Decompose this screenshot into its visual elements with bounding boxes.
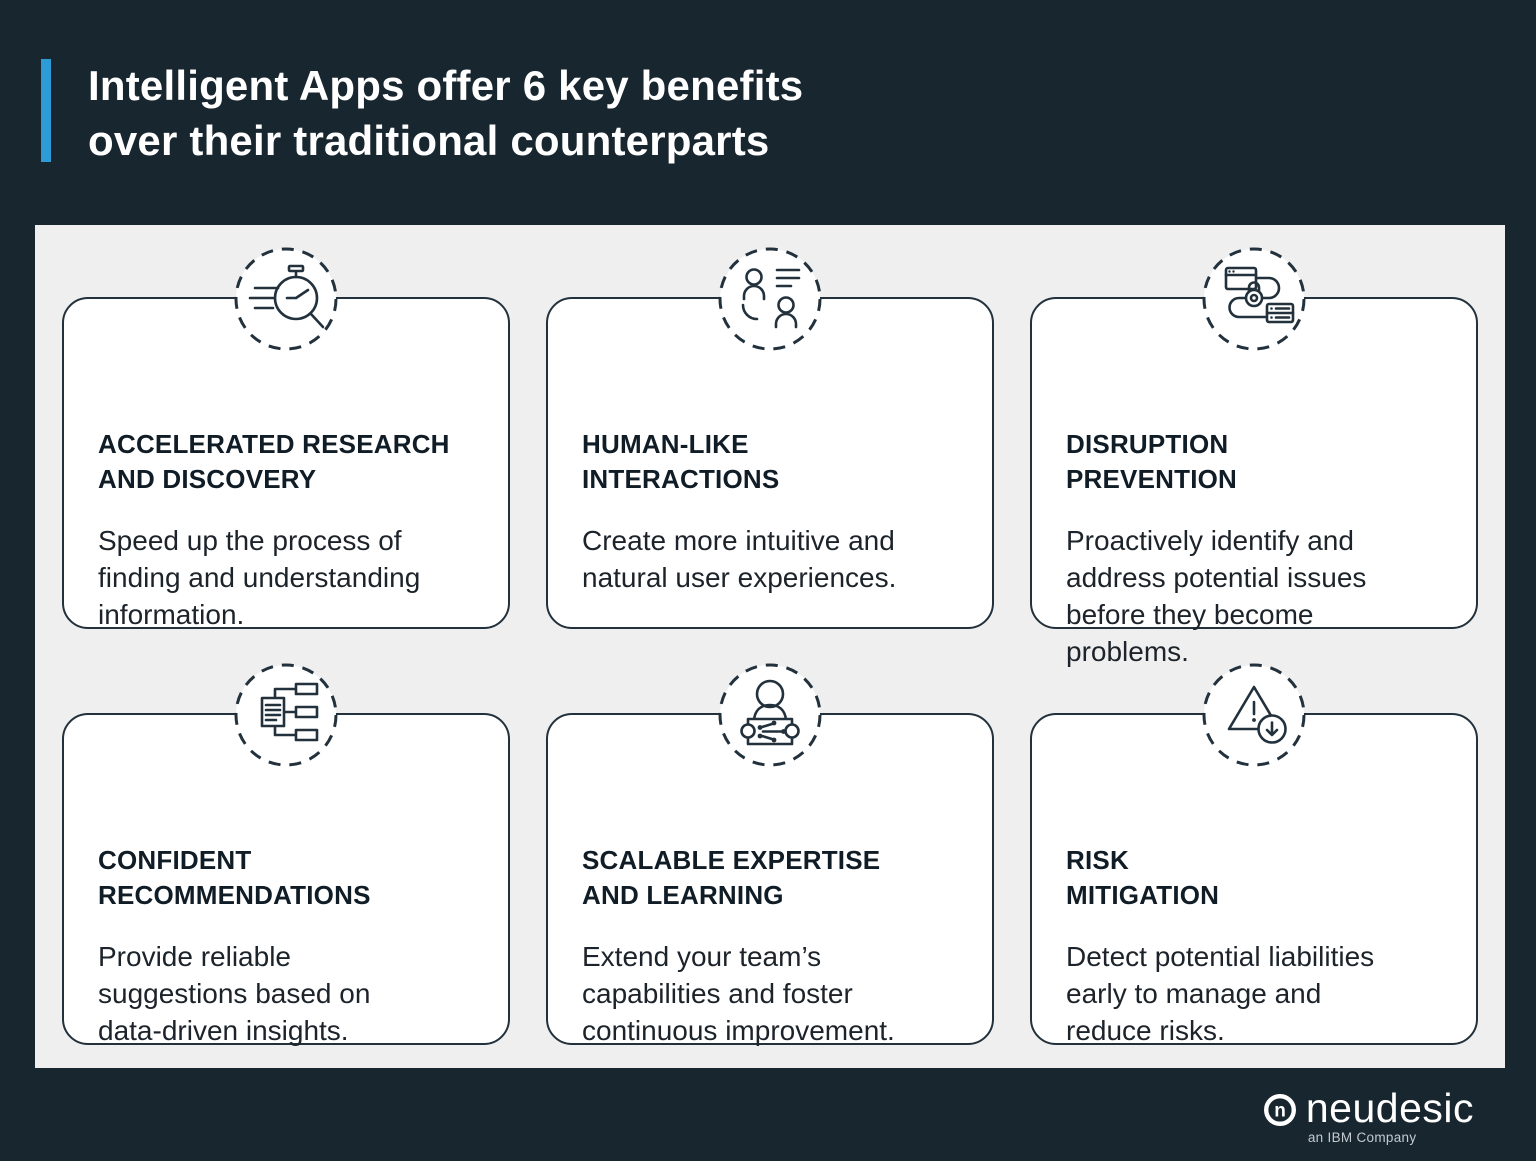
warning-arrow-icon xyxy=(1201,662,1307,768)
page-title: Intelligent Apps offer 6 key benefits ov… xyxy=(88,62,804,164)
benefit-card-scalable-expertise: SCALABLE EXPERTISE AND LEARNING Extend y… xyxy=(546,663,994,1046)
benefit-card-accelerated-research: ACCELERATED RESEARCH AND DISCOVERY Speed… xyxy=(62,247,510,630)
neudesic-mark-icon: n xyxy=(1263,1093,1296,1127)
title-accent-bar xyxy=(41,59,51,162)
card-body: Speed up the process of finding and unde… xyxy=(98,525,421,630)
card-body: Detect potential liabilities early to ma… xyxy=(1066,941,1375,1046)
svg-text:n: n xyxy=(1274,1101,1286,1122)
benefit-card-confident-recommendations: CONFIDENT RECOMMENDATIONS Provide reliab… xyxy=(62,663,510,1046)
neudesic-logo: n neudesic an IBM Company xyxy=(1263,1085,1474,1145)
secure-pipeline-icon xyxy=(1201,246,1307,352)
card-body: Create more intuitive and natural user e… xyxy=(582,525,897,593)
brand-tagline: an IBM Company xyxy=(1307,1130,1417,1145)
card-body: Extend your team’s capabilities and fost… xyxy=(582,941,895,1046)
card-title: HUMAN-LIKE INTERACTIONS xyxy=(582,429,780,494)
card-title: CONFIDENT RECOMMENDATIONS xyxy=(98,845,371,910)
card-title: RISK MITIGATION xyxy=(1066,845,1220,910)
stopwatch-search-icon xyxy=(233,246,339,352)
brand-name: neudesic xyxy=(1305,1085,1474,1131)
card-body: Provide reliable suggestions based on da… xyxy=(98,941,371,1046)
people-interaction-icon xyxy=(717,246,823,352)
card-body: Proactively identify and address potenti… xyxy=(1066,525,1367,667)
card-title: DISRUPTION PREVENTION xyxy=(1066,429,1238,494)
benefit-card-risk-mitigation: RISK MITIGATION Detect potential liabili… xyxy=(1030,663,1478,1046)
card-title: ACCELERATED RESEARCH AND DISCOVERY xyxy=(98,429,450,494)
benefit-card-disruption-prevention: DISRUPTION PREVENTION Proactively identi… xyxy=(1030,247,1478,667)
card-title: SCALABLE EXPERTISE AND LEARNING xyxy=(582,845,881,910)
benefit-card-human-like: HUMAN-LIKE INTERACTIONS Create more intu… xyxy=(546,247,994,629)
benefits-panel: ACCELERATED RESEARCH AND DISCOVERY Speed… xyxy=(35,225,1505,1068)
person-network-icon xyxy=(717,662,823,768)
decision-tree-icon xyxy=(233,662,339,768)
